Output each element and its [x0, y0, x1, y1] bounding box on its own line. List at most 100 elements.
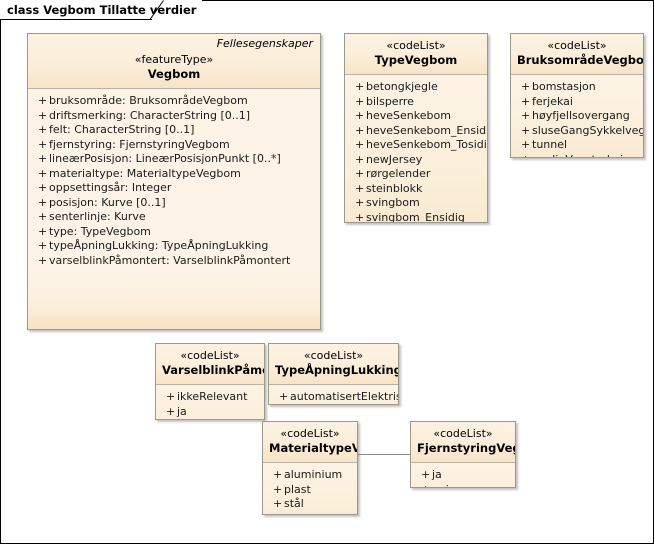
- connector-materialtype-fjernstyring: [358, 454, 410, 455]
- attribute-row[interactable]: + felt: CharacterString [0..1]: [32, 123, 316, 138]
- stereotype-type-vegbom: «codeList»: [386, 39, 446, 52]
- attribute-text: newJersey: [366, 152, 423, 166]
- attribute-row[interactable]: + ja: [415, 468, 511, 483]
- attribute-row[interactable]: + plast: [267, 483, 353, 498]
- visibility-marker: +: [355, 138, 365, 151]
- class-header-varselblink-pamontert: «codeList» VarselblinkPåmontert: [156, 344, 264, 385]
- visibility-marker: +: [521, 109, 531, 122]
- class-box-fjernstyring-vegbom[interactable]: «codeList» FjernstyringVegbom + ja + nei: [410, 421, 516, 488]
- title-tab-slant-icon: [150, 0, 164, 20]
- visibility-marker: +: [421, 468, 431, 481]
- attribute-row[interactable]: + heveSenkebom: [349, 109, 483, 124]
- stereotype-bruksomrade-vegbom: «codeList»: [547, 39, 607, 52]
- attribute-text: svingbom_Ensidig: [366, 210, 465, 223]
- attribute-text: svingbom: [366, 196, 420, 209]
- stereotype-fjernstyring-vegbom: «codeList»: [433, 427, 493, 440]
- attribute-row[interactable]: + aluminium: [267, 468, 353, 483]
- attribute-row[interactable]: + lineærPosisjon: LineærPosisjonPunkt [0…: [32, 152, 316, 167]
- class-box-bruksomrade-vegbom[interactable]: «codeList» BruksområdeVegbom + bomstasjo…: [510, 33, 644, 158]
- visibility-marker: +: [521, 123, 531, 137]
- class-name-vegbom: Vegbom: [147, 67, 201, 81]
- visibility-marker: +: [521, 94, 531, 108]
- visibility-marker: +: [355, 210, 365, 223]
- class-box-varselblink-pamontert[interactable]: «codeList» VarselblinkPåmontert + ikkeRe…: [155, 343, 265, 420]
- class-box-type-apning-lukking[interactable]: «codeList» TypeÅpningLukking + automatis…: [268, 343, 399, 405]
- class-header-bruksomrade-vegbom: «codeList» BruksområdeVegbom: [511, 34, 643, 75]
- attribute-row[interactable]: + bomstasjon: [515, 80, 639, 95]
- visibility-marker: +: [38, 94, 48, 107]
- visibility-marker: +: [355, 80, 365, 93]
- attribute-row[interactable]: + høyfjellsovergang: [515, 109, 639, 124]
- visibility-marker: +: [355, 94, 365, 108]
- visibility-marker: +: [38, 166, 48, 180]
- attribute-row[interactable]: + betongkjegle: [349, 80, 483, 95]
- attribute-row[interactable]: + posisjon: Kurve [0..1]: [32, 196, 316, 211]
- attribute-text: bomstasjon: [532, 80, 596, 93]
- attribute-row[interactable]: + steinblokk: [349, 182, 483, 197]
- attribute-row[interactable]: + bilsperre: [349, 95, 483, 110]
- attribute-text: typeÅpningLukking: TypeÅpningLukking: [49, 239, 269, 252]
- attribute-row[interactable]: + bruksområde: BruksområdeVegbom: [32, 94, 316, 109]
- attribute-row[interactable]: + typeÅpningLukking: TypeÅpningLukking: [32, 239, 316, 254]
- attribute-row[interactable]: + stål: [267, 497, 353, 512]
- visibility-marker: +: [38, 224, 48, 238]
- attribute-row[interactable]: + tunnel: [515, 138, 639, 153]
- attribute-list-type-vegbom: + betongkjegle + bilsperre + heveSenkebo…: [345, 75, 487, 223]
- stereotype-materialtype-vegbom: «codeList»: [280, 427, 340, 440]
- class-box-type-vegbom[interactable]: «codeList» TypeVegbom + betongkjegle + b…: [344, 33, 488, 223]
- attribute-row[interactable]: + type: TypeVegbom: [32, 225, 316, 240]
- visibility-marker: +: [38, 152, 48, 165]
- attribute-row[interactable]: + senterlinje: Kurve: [32, 210, 316, 225]
- attribute-row[interactable]: + sluseGangSykkelveg: [515, 123, 643, 139]
- attribute-row[interactable]: + nei: [160, 419, 260, 420]
- class-header-fjernstyring-vegbom: «codeList» FjernstyringVegbom: [411, 422, 515, 463]
- attribute-row[interactable]: + ferjekai: [515, 95, 639, 110]
- class-body-filler: [28, 274, 320, 329]
- attribute-row[interactable]: + ja: [160, 405, 260, 420]
- visibility-marker: +: [38, 253, 48, 267]
- class-name-varselblink-pamontert: VarselblinkPåmontert: [162, 363, 264, 377]
- attribute-row[interactable]: + materialtype: MaterialtypeVegbom: [32, 167, 316, 182]
- attribute-row[interactable]: + newJersey: [349, 153, 483, 168]
- attribute-text: fjernstyring: FjernstyringVegbom: [49, 137, 230, 151]
- attribute-text: driftsmerking: CharacterString [0..1]: [49, 108, 251, 122]
- class-name-type-apning-lukking: TypeÅpningLukking: [275, 363, 399, 377]
- attribute-row[interactable]: + ikkeRelevant: [160, 390, 260, 405]
- visibility-marker: +: [355, 109, 365, 122]
- class-header-type-vegbom: «codeList» TypeVegbom: [345, 34, 487, 75]
- visibility-marker: +: [160, 419, 177, 420]
- attribute-text: heveSenkebom_Tosidig: [366, 138, 488, 151]
- attribute-text: tre: [284, 512, 353, 515]
- attribute-row[interactable]: + svingbom: [349, 196, 483, 211]
- attribute-row[interactable]: + nei: [415, 483, 511, 488]
- attribute-row[interactable]: + fjernstyring: FjernstyringVegbom: [32, 138, 316, 153]
- attribute-row[interactable]: + tre: [267, 512, 353, 515]
- attribute-row[interactable]: + oppsettingsår: Integer: [32, 181, 316, 196]
- attribute-row[interactable]: + varselblinkPåmontert: VarselblinkPåmon…: [32, 254, 316, 269]
- attribute-row[interactable]: + heveSenkebom_Tosidig: [349, 138, 487, 153]
- attribute-row[interactable]: + manuell: [273, 405, 394, 406]
- visibility-marker: +: [273, 405, 290, 406]
- attribute-text: posisjon: Kurve [0..1]: [49, 195, 166, 209]
- attribute-text: senterlinje: Kurve: [49, 210, 146, 223]
- attribute-row[interactable]: + heveSenkebom_Ensidig: [349, 124, 487, 139]
- visibility-marker: +: [166, 390, 176, 403]
- attribute-text: ferjekai: [532, 94, 573, 108]
- class-box-materialtype-vegbom[interactable]: «codeList» MaterialtypeVegbom + aluminiu…: [262, 421, 358, 515]
- attribute-row[interactable]: + rørgelender: [349, 167, 483, 182]
- attribute-row[interactable]: + automatisertElektrisk: [273, 390, 398, 404]
- attribute-list-varselblink-pamontert: + ikkeRelevant + ja + nei: [156, 385, 264, 420]
- attribute-row[interactable]: + svingbom_Ensidig: [349, 210, 483, 223]
- attribute-row[interactable]: + vanligVegstrekning: [515, 153, 639, 158]
- attribute-list-bruksomrade-vegbom: + bomstasjon + ferjekai + høyfjellsoverg…: [511, 75, 643, 158]
- visibility-marker: +: [279, 390, 289, 403]
- diagram-title: class Vegbom Tillatte verdier: [7, 2, 197, 17]
- visibility-marker: +: [521, 138, 531, 151]
- attribute-row[interactable]: + driftsmerking: CharacterString [0..1]: [32, 109, 316, 124]
- attribute-text: ja: [177, 404, 187, 418]
- class-name-materialtype-vegbom: MaterialtypeVegbom: [269, 441, 358, 455]
- class-box-vegbom[interactable]: Fellesegenskaper «featureType» Vegbom + …: [27, 33, 321, 330]
- diagram-title-tab: class Vegbom Tillatte verdier: [0, 0, 203, 19]
- visibility-marker: +: [267, 512, 284, 515]
